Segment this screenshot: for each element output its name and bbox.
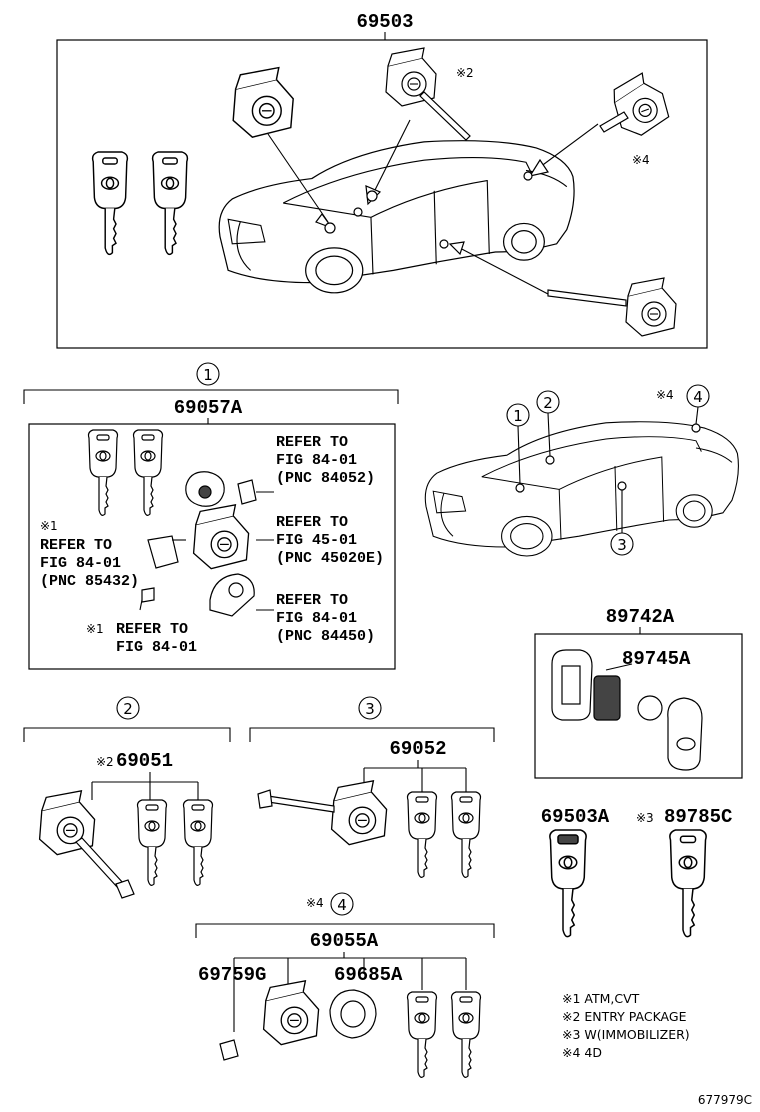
- locator-4: 4: [693, 388, 703, 406]
- top-trunk-cylinder: [547, 277, 677, 337]
- svg-text:REFER TO: REFER TO: [40, 537, 112, 554]
- mark-atm-cvt: ※1: [40, 519, 58, 533]
- part-number-69051: 69051: [116, 750, 173, 772]
- mark-immobilizer: ※3: [636, 811, 654, 825]
- ref-pnc-84052: REFER TO FIG 84-01 (PNC 84052): [276, 434, 375, 487]
- top-car-illustration: [218, 140, 575, 294]
- circle-ref-3: [358, 696, 382, 720]
- svg-text:FIG 84-01: FIG 84-01: [116, 639, 197, 656]
- mark-4d-locator: ※4: [656, 388, 674, 402]
- top-rear-door-cylinder: [599, 68, 674, 142]
- locator-car-illustration: [424, 421, 739, 557]
- svg-text:FIG 84-01: FIG 84-01: [276, 610, 357, 627]
- part-number-69503: 69503: [356, 11, 413, 33]
- mark-4d: ※4: [306, 896, 324, 910]
- part-number-69759G: 69759G: [198, 964, 266, 986]
- locator-3: 3: [617, 536, 627, 554]
- circle-ref-2: [116, 696, 140, 720]
- svg-text:REFER TO: REFER TO: [116, 621, 188, 638]
- ref-pnc-85432: ※1 REFER TO FIG 84-01 (PNC 85432): [40, 519, 139, 590]
- assembly-box-69503: [56, 39, 708, 349]
- set-components-69057A: [141, 471, 257, 617]
- part-number-69685A: 69685A: [334, 964, 403, 986]
- top-front-door-cylinder: [385, 47, 471, 141]
- parts-69052: [257, 780, 482, 878]
- key-69503A: [549, 829, 587, 938]
- svg-text:REFER TO: REFER TO: [276, 592, 348, 609]
- locator-callouts: 1 2 3 4 ※4: [506, 384, 710, 556]
- svg-text:FIG 45-01: FIG 45-01: [276, 532, 357, 549]
- circle-ref-4: [330, 892, 354, 916]
- circle-4-number: 4: [337, 896, 347, 914]
- part-number-69055A: 69055A: [310, 930, 379, 952]
- mark-entry-package-top: ※2: [456, 66, 474, 80]
- legend-note-4: ※4 4D: [562, 1045, 602, 1060]
- circle-ref-1: [196, 362, 220, 386]
- top-ignition-cylinder: [232, 66, 294, 138]
- part-number-69503A: 69503A: [541, 806, 610, 828]
- ref-pnc-84450: REFER TO FIG 84-01 (PNC 84450): [276, 592, 375, 645]
- svg-text:(PNC 45020E): (PNC 45020E): [276, 550, 384, 567]
- assembly-box-89742A: [534, 633, 743, 779]
- svg-text:(PNC 84052): (PNC 84052): [276, 470, 375, 487]
- legend-note-2: ※2 ENTRY PACKAGE: [562, 1009, 687, 1024]
- svg-text:REFER TO: REFER TO: [276, 514, 348, 531]
- svg-text:FIG 84-01: FIG 84-01: [40, 555, 121, 572]
- part-number-89742A: 89742A: [606, 606, 675, 628]
- svg-text:(PNC 84450): (PNC 84450): [276, 628, 375, 645]
- mark-atm-cvt-2: ※1: [86, 622, 104, 636]
- circle-1-number: 1: [203, 366, 213, 384]
- assembly-box-69057A: [28, 423, 396, 670]
- svg-text:FIG 84-01: FIG 84-01: [276, 452, 357, 469]
- legend-note-3: ※3 W(IMMOBILIZER): [562, 1027, 690, 1042]
- key-89785C: [669, 829, 707, 938]
- ref-pnc-45020E: REFER TO FIG 45-01 (PNC 45020E): [276, 514, 384, 567]
- legend-notes: ※1 ATM,CVT ※2 ENTRY PACKAGE ※3 W(IMMOBIL…: [562, 991, 690, 1060]
- circle-2-number: 2: [123, 700, 133, 718]
- figure-id: 677979C: [698, 1093, 752, 1107]
- remote-transmitter: [551, 649, 703, 771]
- legend-note-1: ※1 ATM,CVT: [562, 991, 640, 1006]
- mark-entry-package: ※2: [96, 755, 114, 769]
- ref-leaders-69057A: [139, 491, 274, 611]
- svg-text:REFER TO: REFER TO: [276, 434, 348, 451]
- top-arrows: [267, 119, 599, 295]
- locator-2: 2: [543, 394, 553, 412]
- circle-3-number: 3: [365, 700, 375, 718]
- mark-4d-top: ※4: [632, 153, 650, 167]
- parts-69051: [38, 790, 214, 899]
- part-number-89745A: 89745A: [622, 648, 691, 670]
- part-number-69057A: 69057A: [174, 397, 243, 419]
- ref-fig-84-01: ※1 REFER TO FIG 84-01: [86, 621, 197, 656]
- svg-text:(PNC 85432): (PNC 85432): [40, 573, 139, 590]
- parts-69055A: [219, 980, 482, 1078]
- part-number-69052: 69052: [389, 738, 446, 760]
- locator-1: 1: [513, 407, 523, 425]
- set-keys-69057A: [87, 429, 164, 516]
- part-number-89785C: 89785C: [664, 806, 732, 828]
- top-keys: [91, 151, 189, 256]
